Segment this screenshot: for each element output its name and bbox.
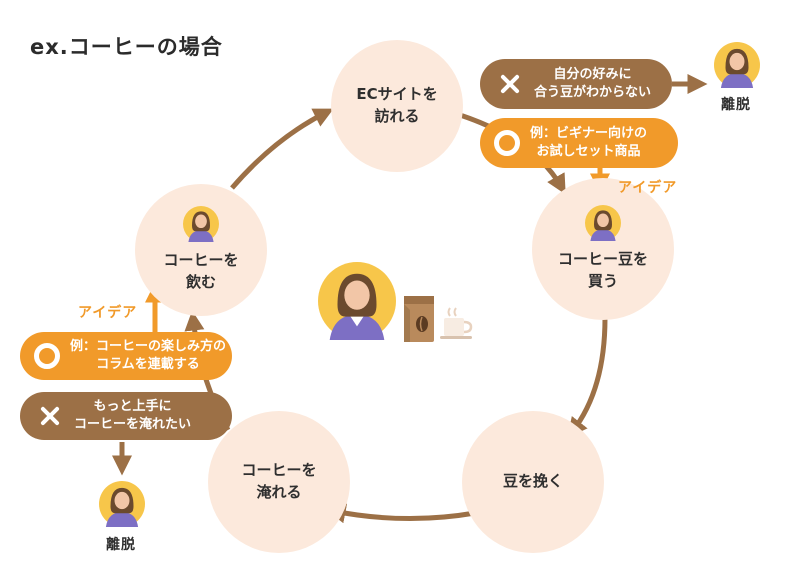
callout-top-idea-text: 例：ビギナー向けの お試しセット商品 [530, 125, 648, 159]
person-avatar-icon [714, 42, 760, 92]
node-brew-label: コーヒーを 淹れる [241, 461, 317, 501]
node-drink-label: コーヒーを 飲む [163, 251, 239, 291]
circle-mark-icon [34, 343, 60, 369]
person-avatar-icon [183, 206, 219, 246]
arrow-grind-to-brew [325, 503, 476, 524]
coffee-bag-icon [402, 294, 436, 346]
person-avatar-icon [585, 205, 621, 245]
node-grind-label: 豆を挽く [502, 472, 563, 491]
leave-label-bottom: 離脱 [106, 537, 136, 553]
idea-label-top: アイデア [618, 180, 678, 196]
coffee-cup-icon [440, 306, 478, 346]
node-buy-beans: コーヒー豆を 買う [532, 178, 674, 320]
person-avatar-icon [318, 262, 396, 344]
arrow-buy-to-grind [567, 317, 608, 438]
callout-top-problem: 自分の好みに 合う豆がわからない [480, 59, 672, 109]
callout-left-problem-text: もっと上手に コーヒーを淹れたい [74, 398, 192, 432]
node-brew: コーヒーを 淹れる [208, 411, 350, 553]
leave-label-top: 離脱 [721, 97, 751, 113]
callout-left-idea-text: 例：コーヒーの楽しみ方の コラムを連載する [70, 338, 227, 372]
callout-top-problem-text: 自分の好みに 合う豆がわからない [534, 66, 652, 100]
node-drink: コーヒーを 飲む [135, 184, 267, 316]
node-ec-site-label: ECサイトを 訪れる [356, 85, 438, 125]
circle-mark-icon [494, 130, 520, 156]
x-mark-icon [494, 69, 524, 99]
idea-label-left: アイデア [78, 305, 138, 321]
node-grind: 豆を挽く [462, 411, 604, 553]
callout-left-idea: 例：コーヒーの楽しみ方の コラムを連載する [20, 332, 232, 380]
x-mark-icon [34, 401, 64, 431]
arrow-drink-to-ec [230, 108, 334, 190]
node-ec-site: ECサイトを 訪れる [331, 40, 463, 172]
callout-top-idea: 例：ビギナー向けの お試しセット商品 [480, 118, 678, 168]
page-title: ex.コーヒーの場合 [30, 35, 223, 59]
callout-left-problem: もっと上手に コーヒーを淹れたい [20, 392, 232, 440]
person-avatar-icon [99, 481, 145, 531]
node-buy-beans-label: コーヒー豆を 買う [557, 250, 648, 290]
